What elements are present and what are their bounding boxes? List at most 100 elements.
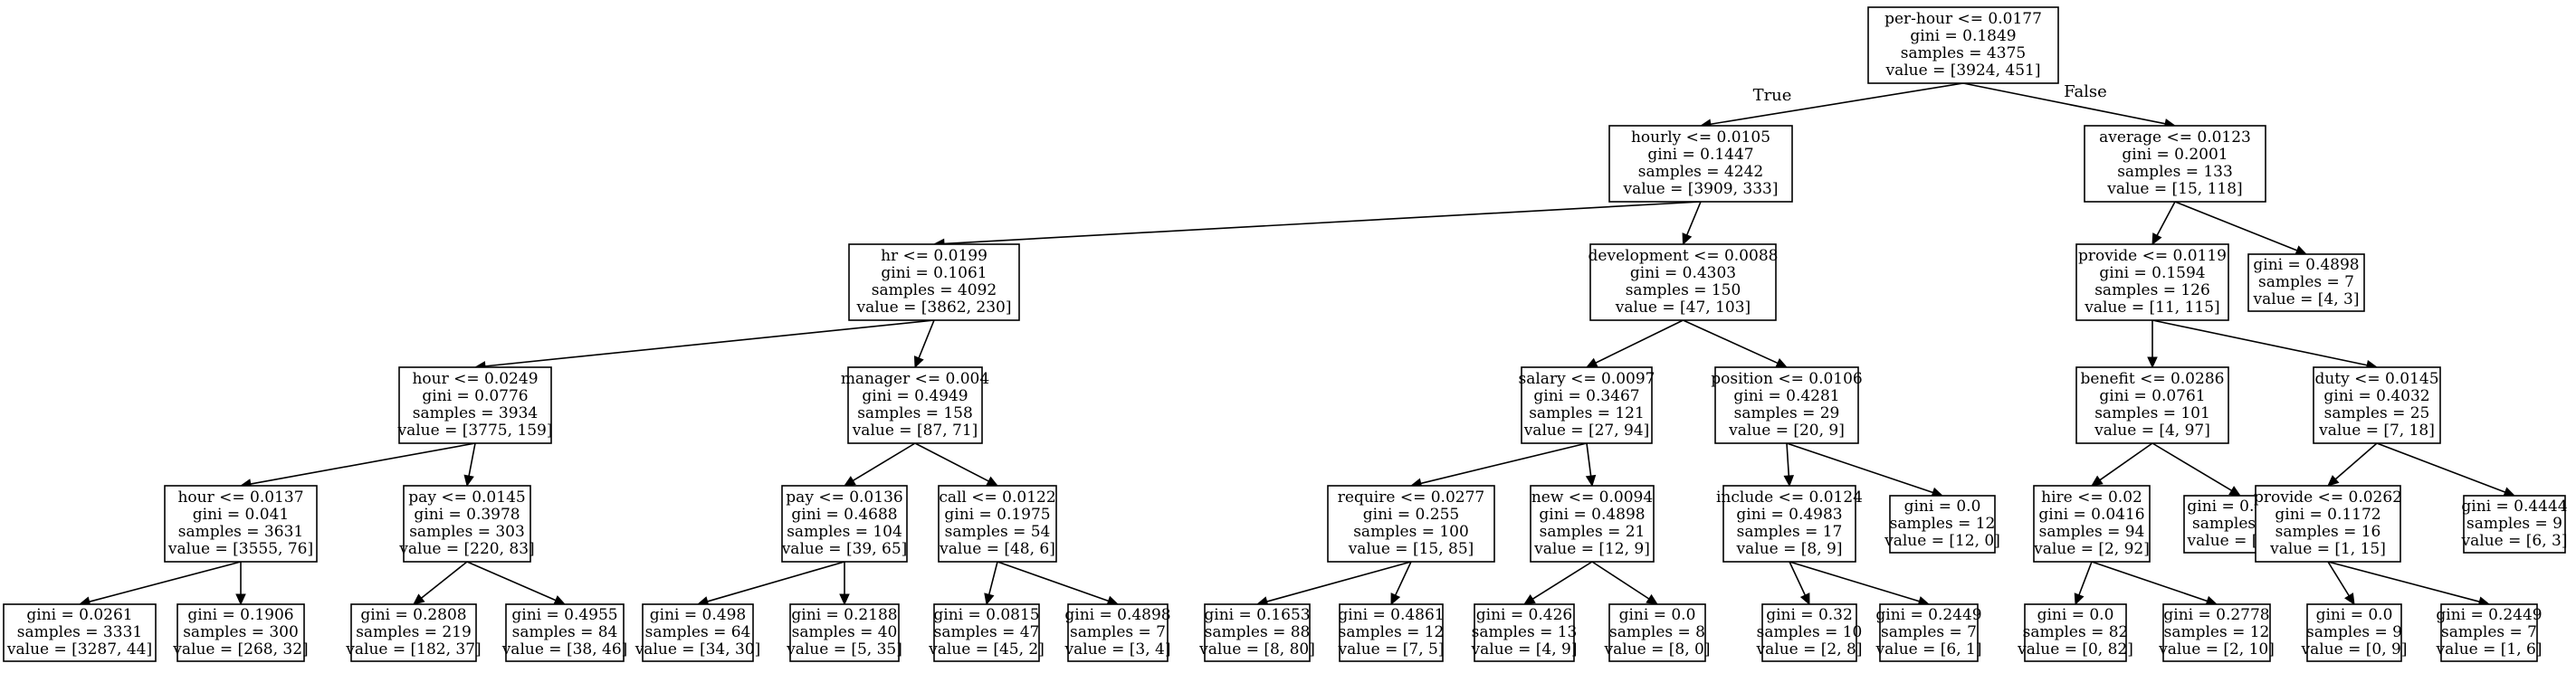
node-box bbox=[1879, 603, 1979, 662]
node-text-line: value = [3287, 44] bbox=[6, 640, 152, 659]
arrowhead bbox=[839, 593, 850, 606]
node-text-line: gini = 0.4949 bbox=[862, 387, 968, 405]
edge bbox=[2147, 320, 2158, 369]
node-box bbox=[1867, 6, 2059, 84]
node-text-line: provide <= 0.0262 bbox=[2254, 488, 2402, 507]
node-text-line: samples = 121 bbox=[1529, 404, 1645, 422]
node-box bbox=[1608, 125, 1793, 203]
edge-line bbox=[2334, 442, 2378, 480]
node-text-line: hire <= 0.02 bbox=[2041, 488, 2142, 507]
edge bbox=[2091, 442, 2153, 487]
arrowhead bbox=[843, 476, 856, 487]
edge bbox=[1783, 442, 1795, 488]
node-text-line: samples = 3934 bbox=[413, 404, 538, 422]
node-box bbox=[781, 485, 908, 563]
node-box bbox=[2084, 125, 2266, 203]
node-text-line: samples = 25 bbox=[2324, 404, 2430, 422]
node-text-line: hourly <= 0.0105 bbox=[1631, 128, 1770, 147]
edge bbox=[1409, 442, 1588, 488]
node-text-line: value = [268, 32] bbox=[172, 640, 308, 659]
node-text-line: gini = 0.3467 bbox=[1533, 387, 1639, 405]
node-text-line: value = [47, 103] bbox=[1615, 299, 1751, 317]
edge-line bbox=[1266, 561, 1412, 602]
arrowhead bbox=[1585, 357, 1598, 368]
node-box bbox=[1589, 243, 1777, 321]
arrowhead bbox=[413, 593, 425, 605]
edge-line bbox=[707, 561, 845, 602]
node-text-line: samples = 4242 bbox=[1638, 163, 1763, 181]
edge-line bbox=[1962, 82, 2166, 125]
node-text-line: samples = 126 bbox=[2094, 281, 2210, 299]
arrowhead bbox=[2327, 475, 2340, 487]
node-text-line: samples = 54 bbox=[945, 523, 1051, 541]
node-text-line: value = [48, 6] bbox=[939, 540, 1055, 558]
node-text-line: hr <= 0.0199 bbox=[881, 247, 987, 265]
node-text-line: value = [3775, 159] bbox=[396, 422, 552, 440]
arrowhead bbox=[1783, 475, 1795, 488]
edge-line bbox=[1420, 442, 1588, 485]
edge bbox=[2074, 561, 2093, 606]
edge bbox=[913, 319, 935, 369]
node-text-line: samples = 12 bbox=[1339, 623, 1445, 641]
node-text-line: samples = 4375 bbox=[1901, 44, 2026, 62]
edge bbox=[2151, 201, 2176, 246]
node-text-line: samples = 82 bbox=[2023, 623, 2129, 641]
edge bbox=[1390, 561, 1412, 606]
node-text-line: value = [3, 4] bbox=[1064, 640, 1171, 659]
node-box bbox=[2162, 603, 2271, 662]
node-box bbox=[2033, 485, 2151, 563]
node-box bbox=[847, 366, 983, 444]
node-text-line: samples = 101 bbox=[2094, 404, 2210, 422]
node-text-line: gini = 0.2001 bbox=[2122, 146, 2228, 164]
node-box bbox=[1339, 603, 1444, 662]
edge bbox=[1786, 442, 1944, 498]
node-text-line: gini = 0.2449 bbox=[1875, 606, 1981, 624]
edge bbox=[914, 442, 999, 487]
edge bbox=[2327, 442, 2378, 487]
node-text-line: manager <= 0.004 bbox=[841, 370, 989, 388]
node-text-line: hour <= 0.0137 bbox=[177, 488, 303, 507]
edge-line bbox=[2091, 561, 2208, 602]
node-text-line: gini = 0.1975 bbox=[944, 506, 1050, 524]
node-text-line: gini = 0.2188 bbox=[791, 606, 897, 624]
node-text-line: gini = 0.4032 bbox=[2323, 387, 2429, 405]
node-text-line: samples = 219 bbox=[356, 623, 472, 641]
edge-line bbox=[1789, 561, 1920, 602]
edge bbox=[466, 561, 567, 605]
edge bbox=[2091, 561, 2218, 606]
node-text-line: value = [87, 71] bbox=[852, 422, 978, 440]
node-text-line: gini = 0.2778 bbox=[2163, 606, 2269, 624]
node-box bbox=[177, 603, 305, 662]
arrowhead bbox=[235, 593, 246, 606]
node-text-line: value = [15, 85] bbox=[1348, 540, 1474, 558]
node-text-line: samples = 158 bbox=[857, 404, 973, 422]
node-text-line: samples = 16 bbox=[2275, 523, 2381, 541]
edge bbox=[984, 561, 998, 606]
node-text-line: gini = 0.1594 bbox=[2099, 264, 2205, 282]
node-box bbox=[505, 603, 625, 662]
node-text-line: gini = 0.498 bbox=[650, 606, 746, 624]
node-text-line: value = [7, 5] bbox=[1338, 640, 1445, 659]
node-text-line: samples = 29 bbox=[1734, 404, 1840, 422]
node-text-line: gini = 0.1653 bbox=[1204, 606, 1310, 624]
edge: False bbox=[1962, 82, 2177, 129]
node-text-line: value = [1, 15] bbox=[2269, 540, 2386, 558]
node-text-line: samples = 40 bbox=[792, 623, 898, 641]
arrowhead bbox=[1646, 593, 1659, 605]
node-box bbox=[164, 485, 318, 563]
arrowhead bbox=[2074, 592, 2085, 606]
